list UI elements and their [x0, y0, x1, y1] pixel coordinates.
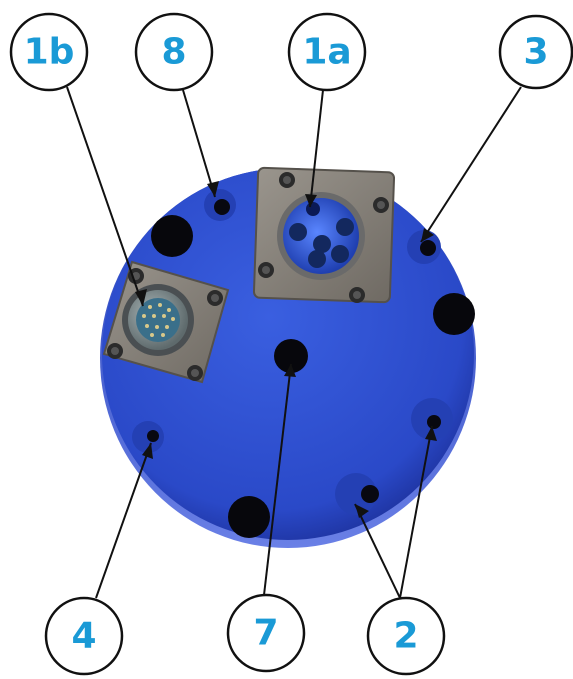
port-8-hole: [214, 199, 230, 215]
callout-4-label: 4: [71, 616, 96, 657]
arrowhead-2b: [355, 504, 369, 518]
callout-7: 7: [226, 593, 306, 673]
leader-arrowheads: [135, 181, 437, 518]
leader-line-1b: [66, 86, 144, 307]
port-7-hole: [274, 339, 308, 373]
arrowhead-3: [421, 228, 434, 242]
leader-line-7: [263, 363, 292, 596]
callout-1b: 1b: [9, 12, 89, 92]
leader-line-2b: [354, 503, 401, 599]
callout-3: 3: [498, 14, 573, 90]
callout-2: 2: [366, 596, 446, 676]
callout-8-label: 8: [161, 32, 186, 73]
leader-line-4: [95, 442, 152, 599]
callout-1b-label: 1b: [24, 32, 75, 73]
small-ports: [132, 189, 453, 515]
leader-line-8: [182, 89, 216, 198]
port-2b-recess: [335, 473, 377, 515]
callout-7-label: 7: [253, 613, 278, 654]
port-2a-hole: [427, 415, 441, 429]
mounting-hole-bottom: [228, 496, 270, 538]
callout-8: 8: [134, 12, 214, 92]
leader-line-1a: [309, 89, 324, 208]
callout-1a: 1a: [287, 12, 367, 92]
port-4-hole: [147, 430, 159, 442]
callout-2-label: 2: [393, 616, 418, 657]
leader-line-2a: [399, 425, 433, 599]
arrowhead-1b: [135, 289, 147, 306]
arrowhead-7: [284, 364, 296, 377]
leader-lines: [66, 86, 522, 599]
arrowhead-8: [207, 181, 219, 197]
port-2b-hole: [361, 485, 379, 503]
arrowhead-1a: [305, 194, 317, 207]
callout-4: 4: [44, 596, 124, 676]
mounting-hole-top-left: [151, 215, 193, 257]
mounting-hole-right: [433, 293, 475, 335]
leader-line-3: [420, 86, 522, 243]
callout-1a-label: 1a: [302, 32, 351, 73]
connector-1a: [252, 166, 396, 304]
port-3-hole: [420, 240, 436, 256]
callout-3-label: 3: [523, 32, 548, 73]
mounting-holes: [151, 215, 475, 538]
arrowhead-4: [142, 443, 153, 459]
arrowhead-2a: [425, 426, 437, 441]
